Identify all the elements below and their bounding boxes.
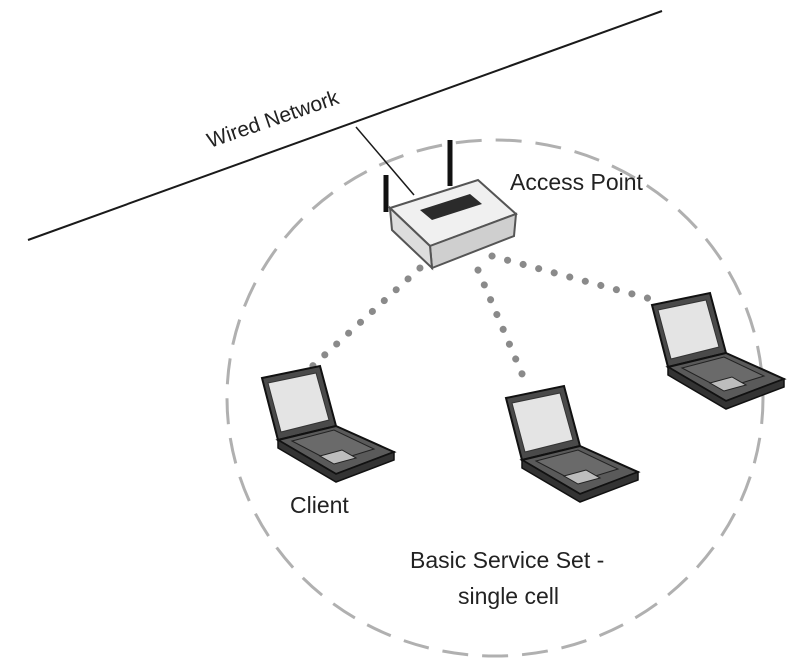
wired-network-line: [27, 10, 663, 241]
client-label: Client: [290, 492, 349, 518]
wireless-link-right: [488, 252, 666, 306]
wireless-link-middle: [474, 266, 532, 392]
laptop-icon: [261, 365, 395, 483]
bss-label-line2: single cell: [458, 583, 559, 609]
wireless-link-client: [302, 264, 424, 376]
laptop-icon: [651, 292, 785, 410]
access-point-icon: [383, 140, 518, 271]
bss-label-line1: Basic Service Set -: [410, 547, 604, 573]
wireless-links: [302, 252, 666, 392]
wired-network-label: Wired Network: [204, 86, 342, 153]
laptop-icon: [505, 385, 639, 503]
ap-uplink-line: [355, 126, 415, 196]
bss-cell-circle: [225, 138, 765, 658]
access-point-label: Access Point: [510, 169, 644, 195]
